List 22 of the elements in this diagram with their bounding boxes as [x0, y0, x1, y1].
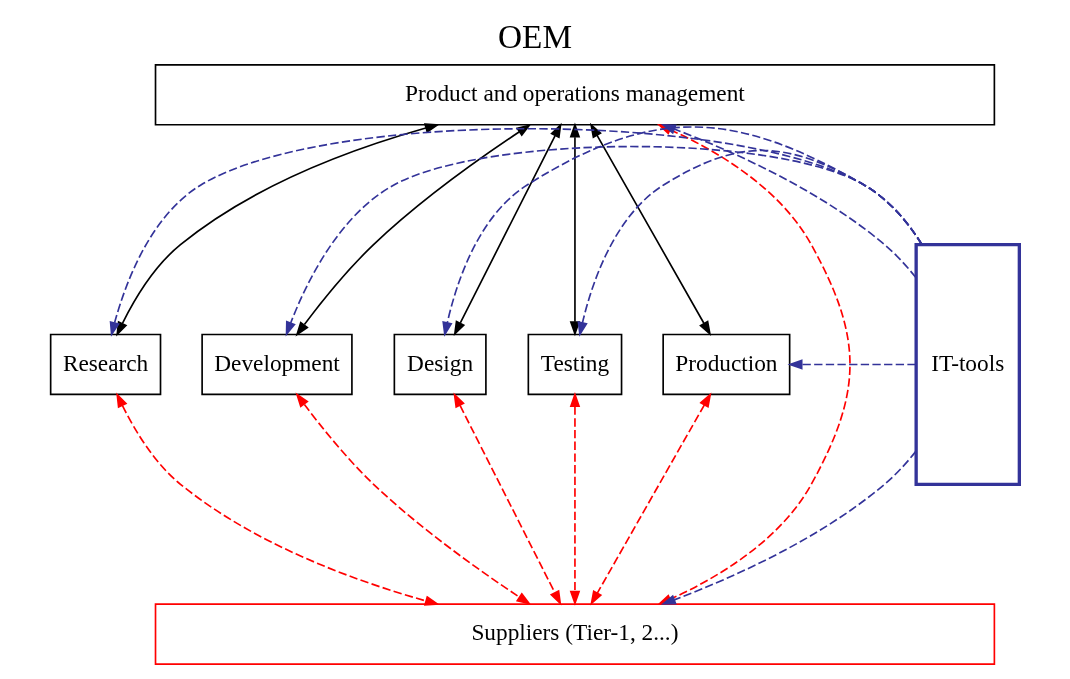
node-box: Suppliers (Tier-1, 2...)	[154, 603, 996, 665]
arrow	[295, 392, 532, 606]
node-box: Research	[49, 333, 162, 396]
arrow	[116, 392, 440, 606]
arrow	[660, 450, 917, 605]
arrow	[569, 392, 581, 606]
node-box: Product and operations management	[154, 64, 996, 126]
arrow	[577, 149, 923, 337]
arrow	[453, 392, 562, 606]
arrow	[442, 126, 923, 337]
arrow	[787, 359, 917, 370]
arrow	[569, 122, 581, 337]
node-box: Development	[201, 333, 353, 396]
arrow	[285, 145, 923, 337]
diagram-title: OEM	[498, 18, 572, 56]
node-box: IT-tools	[914, 242, 1021, 486]
node-box: Testing	[527, 333, 623, 396]
arrow	[116, 123, 440, 337]
node-box: Design	[393, 333, 487, 396]
arrow	[660, 124, 917, 279]
node-box: Production	[662, 333, 791, 396]
arrow	[109, 127, 923, 337]
